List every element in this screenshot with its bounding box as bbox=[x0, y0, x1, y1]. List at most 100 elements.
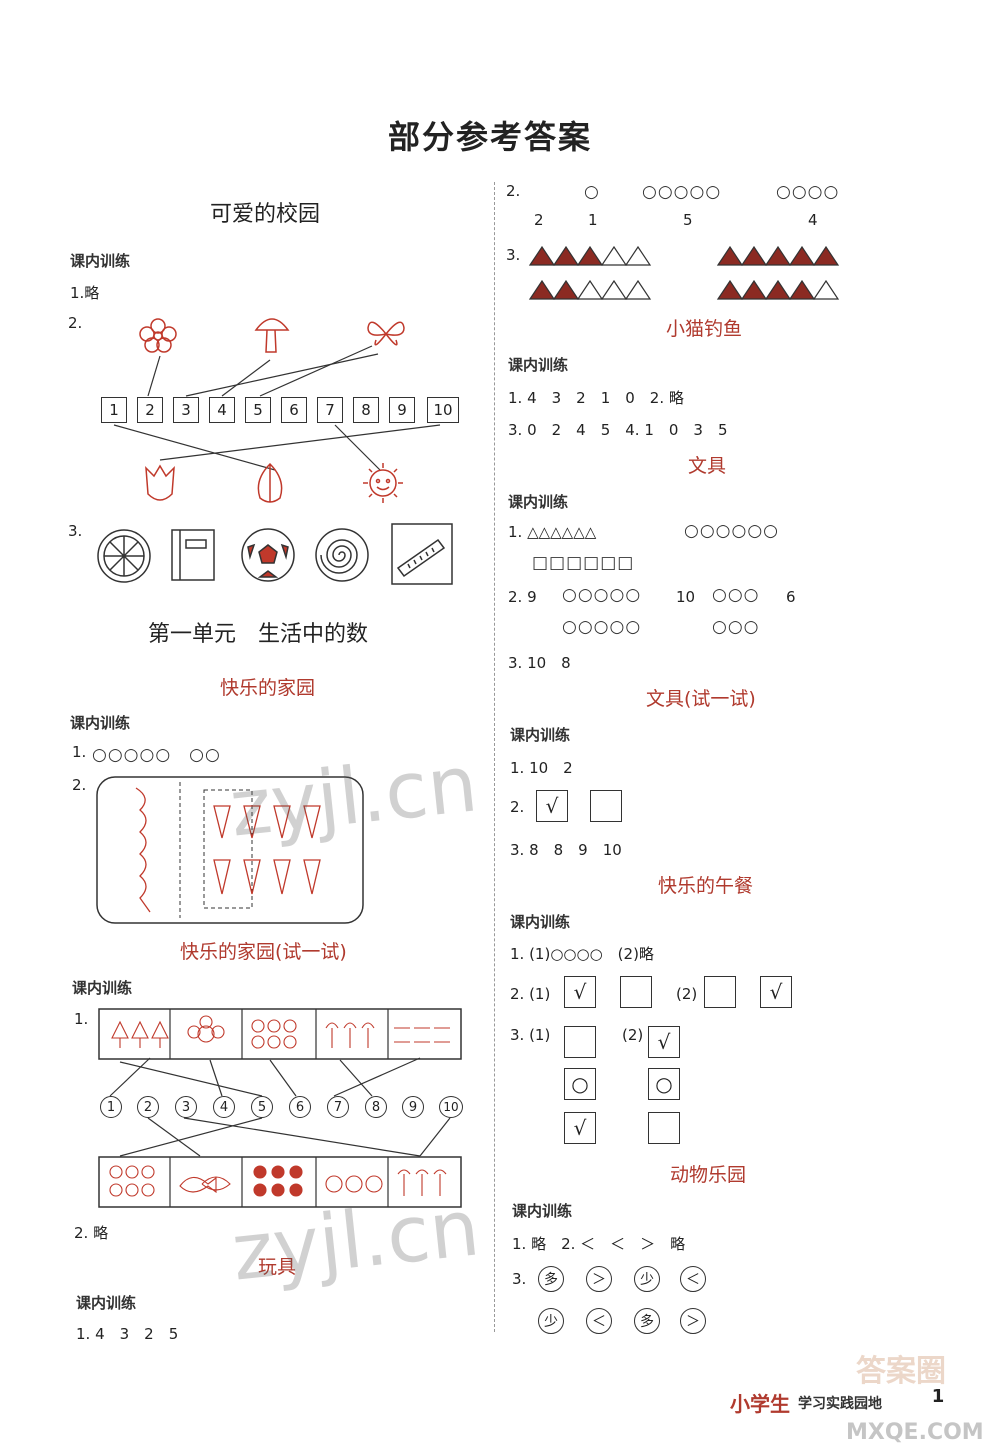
check-box-empty bbox=[704, 976, 736, 1008]
answer-line: 2. 略 bbox=[74, 1224, 109, 1242]
section-heading-stationery-try: 文具(试一试) bbox=[646, 688, 756, 710]
oval-answers: ○○○○○ ○○ bbox=[92, 745, 221, 765]
answer-line: 3. 0 2 4 5 4. 1 0 3 5 bbox=[508, 421, 728, 439]
number-box: 1 bbox=[101, 397, 127, 423]
oval-group: ○○○○○ bbox=[562, 585, 642, 605]
circle-number: 4 bbox=[213, 1096, 235, 1118]
number-box: 8 bbox=[353, 397, 379, 423]
matching-lines-2 bbox=[109, 1057, 451, 1157]
answer-line: 1. 略 2. ＜ ＜ ＞ 略 bbox=[512, 1235, 686, 1253]
question-number: 1. bbox=[74, 1010, 89, 1028]
question-number: (2) bbox=[676, 985, 698, 1003]
circle-number: 3 bbox=[175, 1096, 197, 1118]
section-heading-home-try: 快乐的家园(试一试) bbox=[180, 941, 347, 963]
section-heading-toys: 玩具 bbox=[258, 1256, 297, 1278]
circled-answer: 多 bbox=[634, 1308, 660, 1334]
question-number: 3. (1) bbox=[510, 1026, 551, 1044]
section-label: 课内训练 bbox=[510, 726, 571, 744]
count-number: 1 bbox=[588, 211, 598, 229]
circled-answer: 多 bbox=[538, 1266, 564, 1292]
circle-number: 8 bbox=[365, 1096, 387, 1118]
check-box: √ bbox=[648, 1026, 680, 1058]
count-number: 6 bbox=[786, 588, 796, 606]
number-box: 10 bbox=[427, 397, 459, 423]
question-number: 2. bbox=[510, 798, 525, 816]
question-number: (2) bbox=[622, 1026, 644, 1044]
question-number: 3. bbox=[512, 1270, 527, 1288]
check-box: √ bbox=[536, 790, 568, 822]
section-heading-stationery: 文具 bbox=[688, 455, 727, 477]
question-number: 2. bbox=[506, 182, 521, 200]
vegetable-panel bbox=[96, 776, 364, 924]
number-box: 7 bbox=[317, 397, 343, 423]
circled-answer: 少 bbox=[634, 1266, 660, 1292]
circle-number: 9 bbox=[402, 1096, 424, 1118]
tulip-icon bbox=[145, 464, 175, 501]
question-number: 3. bbox=[506, 246, 521, 264]
section-label: 课内训练 bbox=[70, 714, 131, 732]
check-box-empty bbox=[620, 976, 652, 1008]
picture-strip-bottom bbox=[98, 1156, 462, 1208]
shell-icon bbox=[97, 529, 151, 583]
matching-lines bbox=[113, 345, 441, 471]
triangle-rows bbox=[528, 245, 840, 300]
circle-number: 5 bbox=[251, 1096, 273, 1118]
mushroom-icon bbox=[254, 318, 290, 353]
answer-line: 2. 9 bbox=[508, 588, 537, 606]
check-box-empty bbox=[648, 1112, 680, 1144]
circled-answer: ＞ bbox=[680, 1308, 706, 1334]
number-box: 4 bbox=[209, 397, 235, 423]
oval-group: ○○○ bbox=[712, 585, 760, 605]
answer-line: 1. 4 3 2 5 bbox=[76, 1325, 179, 1343]
oval-group: ○○○○ bbox=[776, 182, 840, 202]
count-number: 2 bbox=[534, 211, 544, 229]
section-heading-home: 快乐的家园 bbox=[220, 677, 316, 699]
count-number: 5 bbox=[683, 211, 693, 229]
circled-answer: ＜ bbox=[680, 1266, 706, 1292]
page-title: 部分参考答案 bbox=[387, 118, 592, 156]
ring-box: ○ bbox=[648, 1068, 680, 1100]
leaf-bud-icon bbox=[257, 462, 283, 503]
section-label: 课内训练 bbox=[72, 979, 133, 997]
section-heading-lunch: 快乐的午餐 bbox=[658, 875, 754, 897]
section-label: 课内训练 bbox=[510, 913, 571, 931]
soccer-ball-icon bbox=[241, 528, 295, 582]
section-label: 课内训练 bbox=[508, 356, 569, 374]
site-logo: 答案圈 bbox=[856, 1354, 946, 1389]
ruler-icon bbox=[391, 523, 453, 585]
section-heading-campus: 可爱的校园 bbox=[210, 202, 321, 227]
circled-answer: ＜ bbox=[586, 1308, 612, 1334]
sun-icon bbox=[363, 463, 403, 503]
footer-brand-red: 小学生 bbox=[730, 1392, 790, 1416]
circle-number: 7 bbox=[327, 1096, 349, 1118]
number-box: 9 bbox=[389, 397, 415, 423]
square-group: □□□□□□ bbox=[532, 553, 635, 573]
oval-group: ○○○ bbox=[712, 617, 760, 637]
oval-group: ○○○○○ bbox=[562, 617, 642, 637]
ring-box: ○ bbox=[564, 1068, 596, 1100]
count-number: 4 bbox=[808, 211, 818, 229]
picture-strip-top bbox=[98, 1008, 462, 1060]
check-box-empty bbox=[590, 790, 622, 822]
section-label: 课内训练 bbox=[512, 1202, 573, 1220]
notebook-icon bbox=[171, 529, 215, 581]
oval-group: ○○○○○ bbox=[642, 182, 722, 202]
check-box: √ bbox=[564, 1112, 596, 1144]
answer-line: 3. 8 8 9 10 bbox=[510, 841, 622, 859]
check-box: √ bbox=[760, 976, 792, 1008]
section-heading-animal-park: 动物乐园 bbox=[670, 1164, 747, 1186]
number-box: 6 bbox=[281, 397, 307, 423]
circle-number: 1 bbox=[100, 1096, 122, 1118]
number-box: 5 bbox=[245, 397, 271, 423]
number-box: 3 bbox=[173, 397, 199, 423]
site-url: MXQE.COM bbox=[846, 1420, 984, 1445]
question-number: 2. bbox=[72, 776, 87, 794]
section-label: 课内训练 bbox=[70, 252, 131, 270]
question-number: 2. (1) bbox=[510, 985, 551, 1003]
oval-group: ○○○○○○ bbox=[684, 521, 780, 541]
question-number: 2. bbox=[68, 314, 83, 332]
spiral-candy-icon bbox=[315, 528, 369, 582]
section-label: 课内训练 bbox=[76, 1294, 137, 1312]
answer-line: 1. 4 3 2 1 0 2. 略 bbox=[508, 389, 684, 407]
unit-heading: 第一单元 生活中的数 bbox=[148, 622, 369, 647]
